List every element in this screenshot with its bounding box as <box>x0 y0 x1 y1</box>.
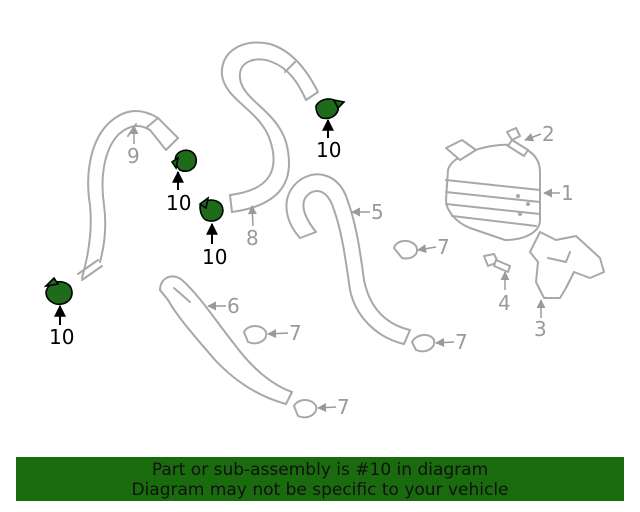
callout-10b[interactable]: 10 <box>166 191 191 215</box>
clamp-7b <box>243 325 268 345</box>
callout-3: 3 <box>534 317 547 341</box>
callout-1: 1 <box>561 181 574 205</box>
callout-7d: 7 <box>337 395 350 419</box>
clamp-10d[interactable] <box>315 98 346 120</box>
clamp-10b[interactable] <box>170 149 198 173</box>
info-banner: Part or sub-assembly is #10 in diagram D… <box>16 457 624 501</box>
clamp-10c[interactable] <box>198 196 224 222</box>
callout-7a: 7 <box>437 235 450 259</box>
bracket-3 <box>529 231 605 299</box>
callout-10d[interactable]: 10 <box>316 138 341 162</box>
callout-6: 6 <box>227 294 240 318</box>
callout-8: 8 <box>246 226 259 250</box>
callout-7c: 7 <box>455 330 468 354</box>
callout-9: 9 <box>127 144 140 168</box>
leaders-gray <box>129 125 560 413</box>
bolt-2 <box>506 127 529 157</box>
hose-9 <box>77 110 179 281</box>
hose-6 <box>159 275 293 405</box>
callout-10c[interactable]: 10 <box>202 245 227 269</box>
callout-2: 2 <box>542 122 555 146</box>
clamp-7a <box>393 240 418 260</box>
clamp-7d <box>293 399 318 419</box>
leaders-black <box>54 118 334 325</box>
callout-7b: 7 <box>289 321 302 345</box>
banner-line-1: Part or sub-assembly is #10 in diagram <box>151 460 489 480</box>
callout-10a[interactable]: 10 <box>49 325 74 349</box>
callout-5: 5 <box>371 200 384 224</box>
callout-4: 4 <box>498 291 511 315</box>
banner-line-2: Diagram may not be specific to your vehi… <box>131 480 509 500</box>
clamp-7c <box>411 334 436 353</box>
bolt-4 <box>483 253 511 273</box>
oil-cooler-1 <box>445 139 541 241</box>
clamp-10a[interactable] <box>43 276 73 306</box>
hose-8 <box>220 41 319 213</box>
hose-5 <box>285 173 411 345</box>
